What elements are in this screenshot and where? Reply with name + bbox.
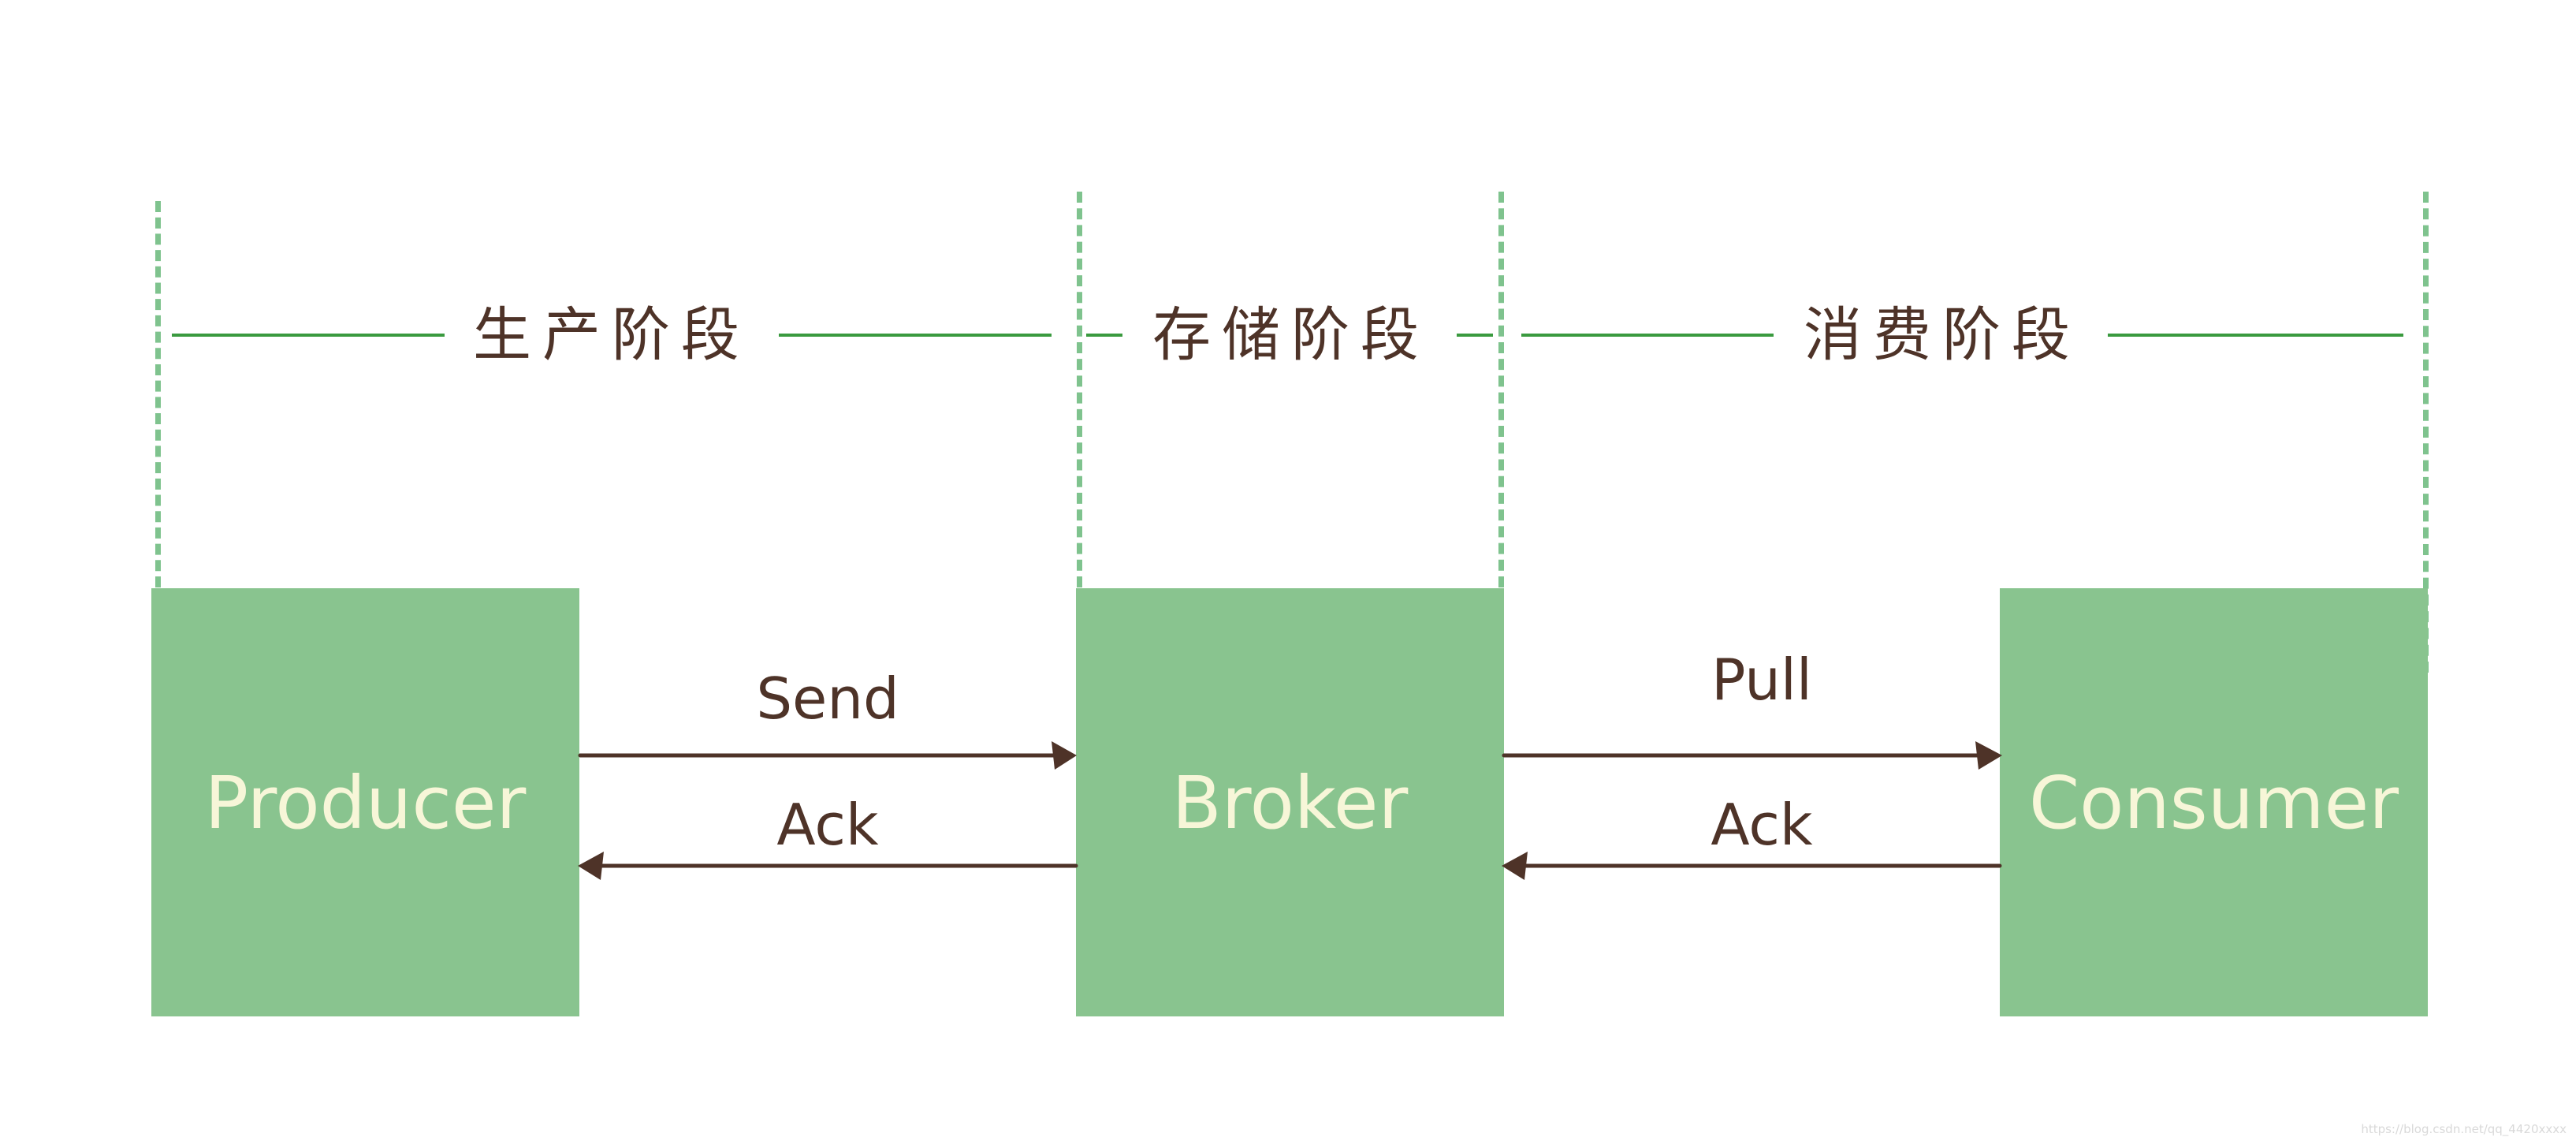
broker-box: Broker bbox=[1076, 588, 1504, 1016]
consumer-box: Consumer bbox=[2000, 588, 2428, 1016]
stage-line-production-left bbox=[172, 334, 445, 337]
stage-line-storage-left bbox=[1086, 334, 1122, 337]
stage-label-consumption: 消费阶段 bbox=[1804, 301, 2081, 369]
stage-divider-3 bbox=[1498, 192, 1504, 587]
consumer-label: Consumer bbox=[2028, 761, 2399, 845]
pull-label: Pull bbox=[1711, 647, 1812, 713]
producer-label: Producer bbox=[204, 761, 527, 845]
stage-line-production-right bbox=[779, 334, 1052, 337]
ack-arrow-to-producer bbox=[578, 852, 1078, 880]
ack-label-producer: Ack bbox=[776, 792, 879, 858]
stage-line-consumption-right bbox=[2108, 334, 2403, 337]
pull-arrow bbox=[1502, 741, 2002, 770]
stage-divider-4 bbox=[2423, 192, 2429, 673]
ack-arrow-to-broker bbox=[1502, 852, 2002, 880]
producer-box: Producer bbox=[151, 588, 579, 1016]
stage-divider-1 bbox=[155, 201, 161, 587]
send-label: Send bbox=[756, 666, 899, 732]
stage-line-consumption-left bbox=[1521, 334, 1774, 337]
send-arrow bbox=[578, 741, 1077, 770]
stage-line-storage-right bbox=[1457, 334, 1493, 337]
stage-divider-2 bbox=[1077, 192, 1082, 587]
stage-label-storage: 存储阶段 bbox=[1152, 301, 1430, 369]
watermark: https://blog.csdn.net/qq_4420xxxx bbox=[2361, 1122, 2567, 1136]
broker-label: Broker bbox=[1171, 761, 1409, 845]
stage-label-production: 生产阶段 bbox=[473, 301, 750, 369]
ack-label-broker: Ack bbox=[1711, 792, 1813, 858]
